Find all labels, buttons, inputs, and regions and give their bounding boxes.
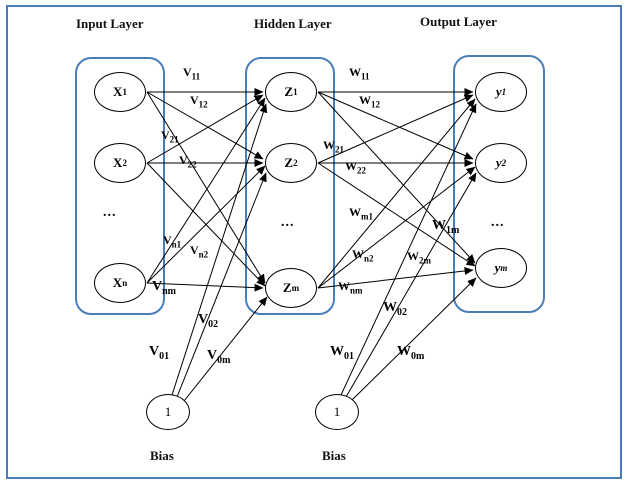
edge-label-w1m: W1m [432,218,460,236]
edge-label-w21: W21 [323,138,344,155]
output-ellipsis: ... [491,215,505,230]
edge-label-w02: W02 [383,300,407,318]
edge-label-wm1: Wm1 [349,205,373,222]
bias-caption-output: Bias [322,448,346,463]
bias-node-output: 1 [315,394,359,430]
edge-label-w2m: W2m [407,249,431,266]
input-layer-box [75,57,165,315]
edge-label-wn2: Wn2 [352,247,374,264]
bias-caption-hidden: Bias [150,448,174,463]
edge-label-v0m: V0m [207,348,231,366]
edge-label-v11: V11 [183,65,201,82]
input-layer-header: Input Layer [76,16,144,31]
edge-label-v01: V01 [149,344,170,362]
edge-label-w11: W11 [349,65,370,82]
edge-label-v22: V22 [179,153,197,170]
hidden-layer-box [245,57,335,315]
edge-label-wnm: Wnm [338,279,363,296]
bias-node-hidden: 1 [146,394,190,430]
edge-label-vnm: Vnm [152,279,177,297]
edge-label-vn2: Vn2 [190,243,209,260]
hidden-layer-header: Hidden Layer [254,16,332,31]
output-layer-box [453,55,545,313]
edge-label-v21: V21 [161,128,179,145]
output-layer-header: Output Layer [420,14,497,29]
edge-label-w0m: W0m [397,344,425,362]
edge-label-w12: W12 [359,93,380,110]
input-ellipsis: ... [103,205,117,220]
edge-label-v12: V12 [190,93,208,110]
edge-label-vn1: Vn1 [163,233,182,250]
hidden-ellipsis: ... [281,215,295,230]
edge-label-w01: W01 [330,344,354,362]
edge-label-v02: V02 [198,312,219,330]
edge-label-w22: W22 [345,159,366,176]
